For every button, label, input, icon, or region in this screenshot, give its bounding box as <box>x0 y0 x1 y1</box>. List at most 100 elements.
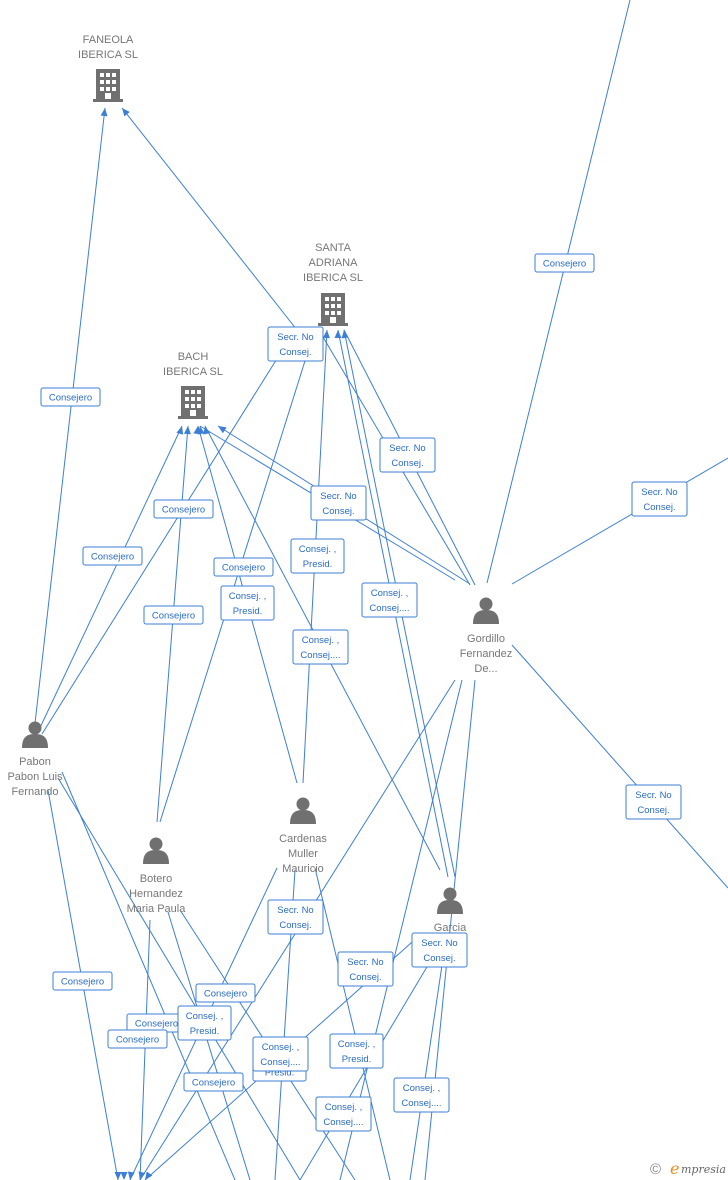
person-icon <box>437 887 463 914</box>
person-label-line: Botero <box>140 873 172 885</box>
relation-label-r27[interactable]: Consej. ,Consej.... <box>315 1096 372 1132</box>
relation-text: Consej.... <box>260 1057 300 1068</box>
copyright-symbol: © <box>650 1161 661 1178</box>
arrowhead-16 <box>138 1171 146 1180</box>
relation-box <box>625 784 682 820</box>
relation-text: Consej. , <box>229 591 267 602</box>
edge-line-1 <box>33 107 106 733</box>
relation-text: Secr. No <box>389 443 425 454</box>
company-label-line: FANEOLA <box>83 34 134 46</box>
relation-label-r22[interactable]: Consejero <box>107 1029 168 1049</box>
relation-box <box>267 326 324 362</box>
relation-label-r10[interactable]: Consejero <box>213 557 274 577</box>
relation-box <box>213 557 274 577</box>
person-label-line: De... <box>474 663 497 675</box>
relation-label-r23[interactable]: Consej. ,Presid. <box>177 1005 232 1041</box>
relation-label-r2[interactable]: Consejero <box>534 253 595 273</box>
relation-box <box>379 437 436 473</box>
relation-label-r13[interactable]: Consejero <box>143 605 204 625</box>
person-icon <box>143 837 169 864</box>
arrowhead-13 <box>114 1172 122 1180</box>
edge-line-23 <box>167 911 251 1180</box>
relation-text: Consej. , <box>371 588 409 599</box>
relation-text: Consej. , <box>302 635 340 646</box>
relation-text: Presid. <box>265 1068 295 1079</box>
relation-box <box>153 499 214 519</box>
relation-label-r14[interactable]: Consej. , Consej.... <box>292 629 349 665</box>
relation-label-r9[interactable]: Consejero <box>82 546 143 566</box>
person-label-line: Maria Paula <box>127 903 187 915</box>
relation-text: Consejero <box>222 563 265 574</box>
relation-label-r29[interactable]: Consejero <box>183 1072 244 1092</box>
arrowhead-9 <box>322 330 330 339</box>
person-label-line: Mauricio <box>282 863 324 875</box>
company-node-faneola[interactable]: FANEOLA IBERICA SL <box>78 34 138 102</box>
relation-text: Consejero <box>543 259 586 270</box>
building-icon <box>318 293 348 326</box>
relation-text: Presid. <box>342 1054 372 1065</box>
relation-label-r17[interactable]: Secr. No Consej. <box>337 951 394 987</box>
relation-text: Consej. <box>279 920 311 931</box>
relation-text: Consej. , <box>262 1042 300 1053</box>
building-icon <box>178 386 208 419</box>
arrowhead-1 <box>100 108 108 117</box>
relation-text: Consej. <box>279 347 311 358</box>
relation-label-r8[interactable]: Consej. ,Presid. <box>290 538 345 574</box>
relation-text: Consejero <box>91 552 134 563</box>
relation-box <box>267 899 324 935</box>
relation-label-r26[interactable]: Consej. ,Presid. <box>329 1033 384 1069</box>
edge-line-2 <box>121 107 298 331</box>
relation-text: Presid. <box>303 559 333 570</box>
arrowhead-5 <box>183 426 191 435</box>
arrowhead-12 <box>341 330 349 339</box>
relation-text: Consej. , <box>186 1011 224 1022</box>
relation-label-r19[interactable]: Consejero <box>52 971 113 991</box>
company-label-line: IBERICA SL <box>78 49 138 61</box>
person-label-line: Garcia <box>434 922 467 934</box>
relation-box <box>290 538 345 574</box>
relation-text: Consej. <box>349 972 381 983</box>
relation-box <box>337 951 394 987</box>
edge-line-4 <box>511 457 728 585</box>
edge-line-10 <box>37 425 183 733</box>
person-label-line: Pabon <box>19 756 51 768</box>
arrowhead-3 <box>218 426 227 434</box>
relation-box <box>195 983 256 1003</box>
relation-label-r11[interactable]: Consej. ,Presid. <box>220 585 275 621</box>
relation-text: Consejero <box>192 1078 235 1089</box>
relation-text: Consej. <box>643 502 675 513</box>
person-node-gordillo[interactable]: GordilloFernandezDe... <box>460 597 513 676</box>
relation-label-r21[interactable]: Consejero <box>126 1013 187 1033</box>
relation-label-r28[interactable]: Consej. ,Consej.... <box>393 1077 450 1113</box>
brand-initial: e <box>670 1159 679 1178</box>
edge-line-11 <box>41 329 296 735</box>
relation-label-r1[interactable]: Consejero <box>40 387 101 407</box>
person-label-line: Fernando <box>11 786 58 798</box>
relation-text: Secr. No <box>347 957 383 968</box>
relation-label-r20[interactable]: Consejero <box>195 983 256 1003</box>
relation-text: Secr. No <box>421 938 457 949</box>
relation-text: Consej.... <box>300 650 340 661</box>
edge-line-3 <box>486 0 631 584</box>
arrowhead-14 <box>120 1172 128 1180</box>
relation-label-r25[interactable]: Consej. , Consej.... <box>252 1036 309 1072</box>
relation-box <box>310 485 367 521</box>
relation-label-r12[interactable]: Consej. ,Consej.... <box>361 582 418 618</box>
relation-box <box>292 629 349 665</box>
relation-text: Consej.... <box>401 1098 441 1109</box>
arrowhead-2 <box>122 108 130 117</box>
relation-label-r7[interactable]: Consejero <box>153 499 214 519</box>
person-label-line: Gordillo <box>467 633 505 645</box>
